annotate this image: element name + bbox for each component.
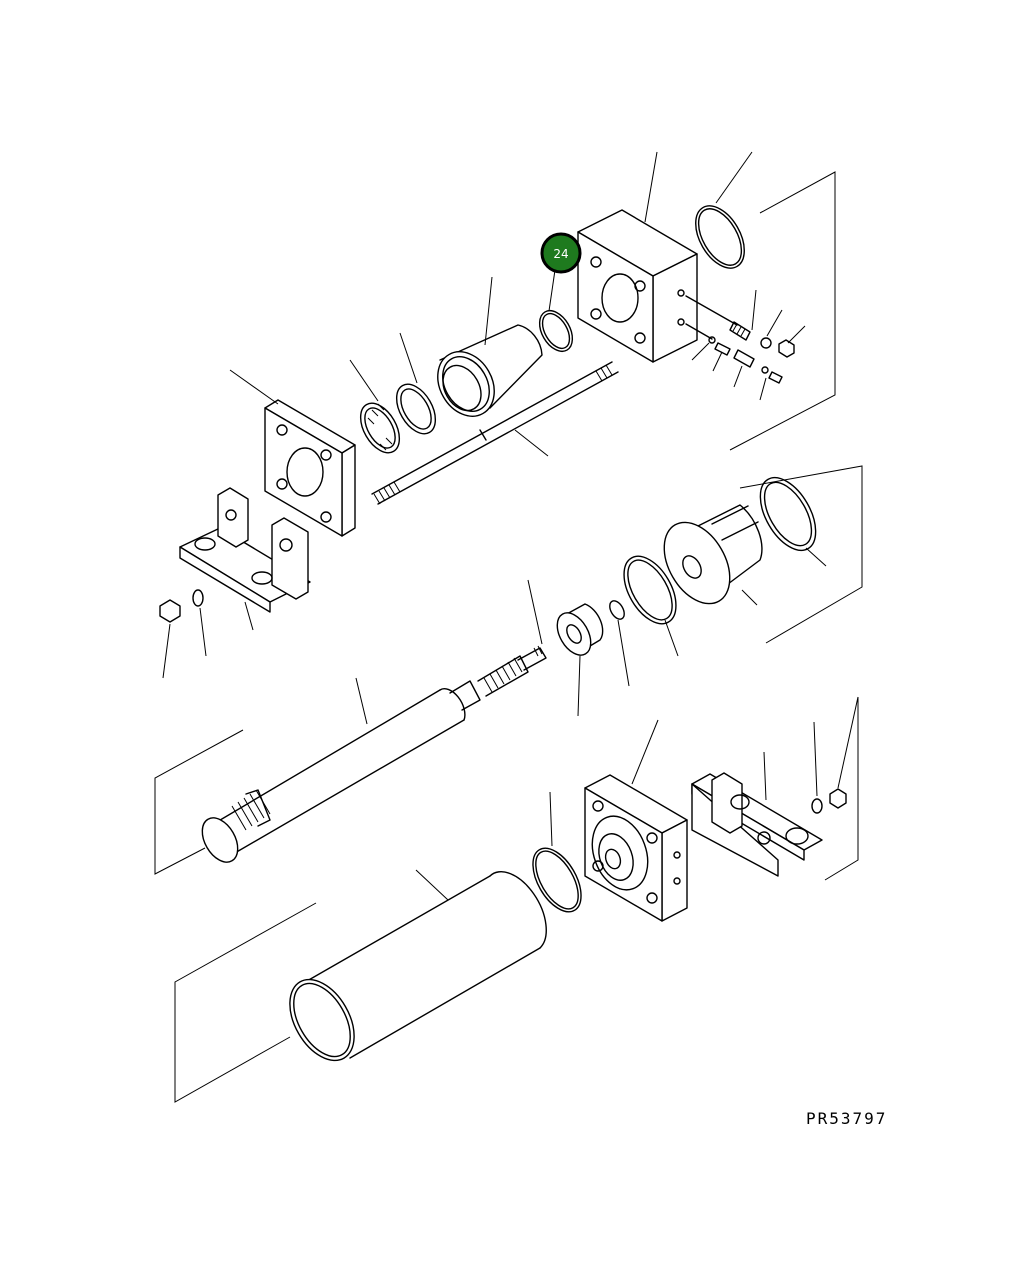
group-brackets [154, 171, 863, 1103]
tie-rod [371, 361, 619, 505]
clevis-bracket-left [179, 487, 311, 613]
clevis-bracket-right [691, 772, 823, 877]
piston-ring-right [759, 476, 817, 552]
washer-right [811, 798, 823, 814]
gland-bushing [437, 324, 543, 417]
rear-flange [264, 399, 356, 537]
callout-24-bubble[interactable] [540, 232, 582, 274]
drawing-code: PR53797 [806, 1109, 887, 1128]
piston [663, 504, 763, 605]
cylinder-tube [289, 871, 547, 1062]
rod-seal [359, 402, 401, 454]
callout-24-label: 24 [553, 247, 568, 261]
wiper-seal [395, 383, 437, 435]
cylinder-bottom-block [584, 774, 688, 922]
piston-ring-left [623, 555, 677, 625]
nut-right [829, 788, 847, 809]
piston-rod [201, 645, 547, 863]
cylinder-head-block [577, 209, 698, 363]
leader-lines [162, 151, 859, 901]
small-o-ring [609, 600, 625, 620]
o-ring-24 [538, 310, 574, 352]
nut-left [159, 599, 181, 623]
head-o-ring [695, 205, 745, 269]
callout-24[interactable]: 24 [540, 232, 582, 274]
washer-left [192, 589, 204, 607]
spacer-collar [556, 603, 604, 656]
lower-o-ring [532, 847, 582, 913]
relief-valve-parts [685, 295, 795, 384]
